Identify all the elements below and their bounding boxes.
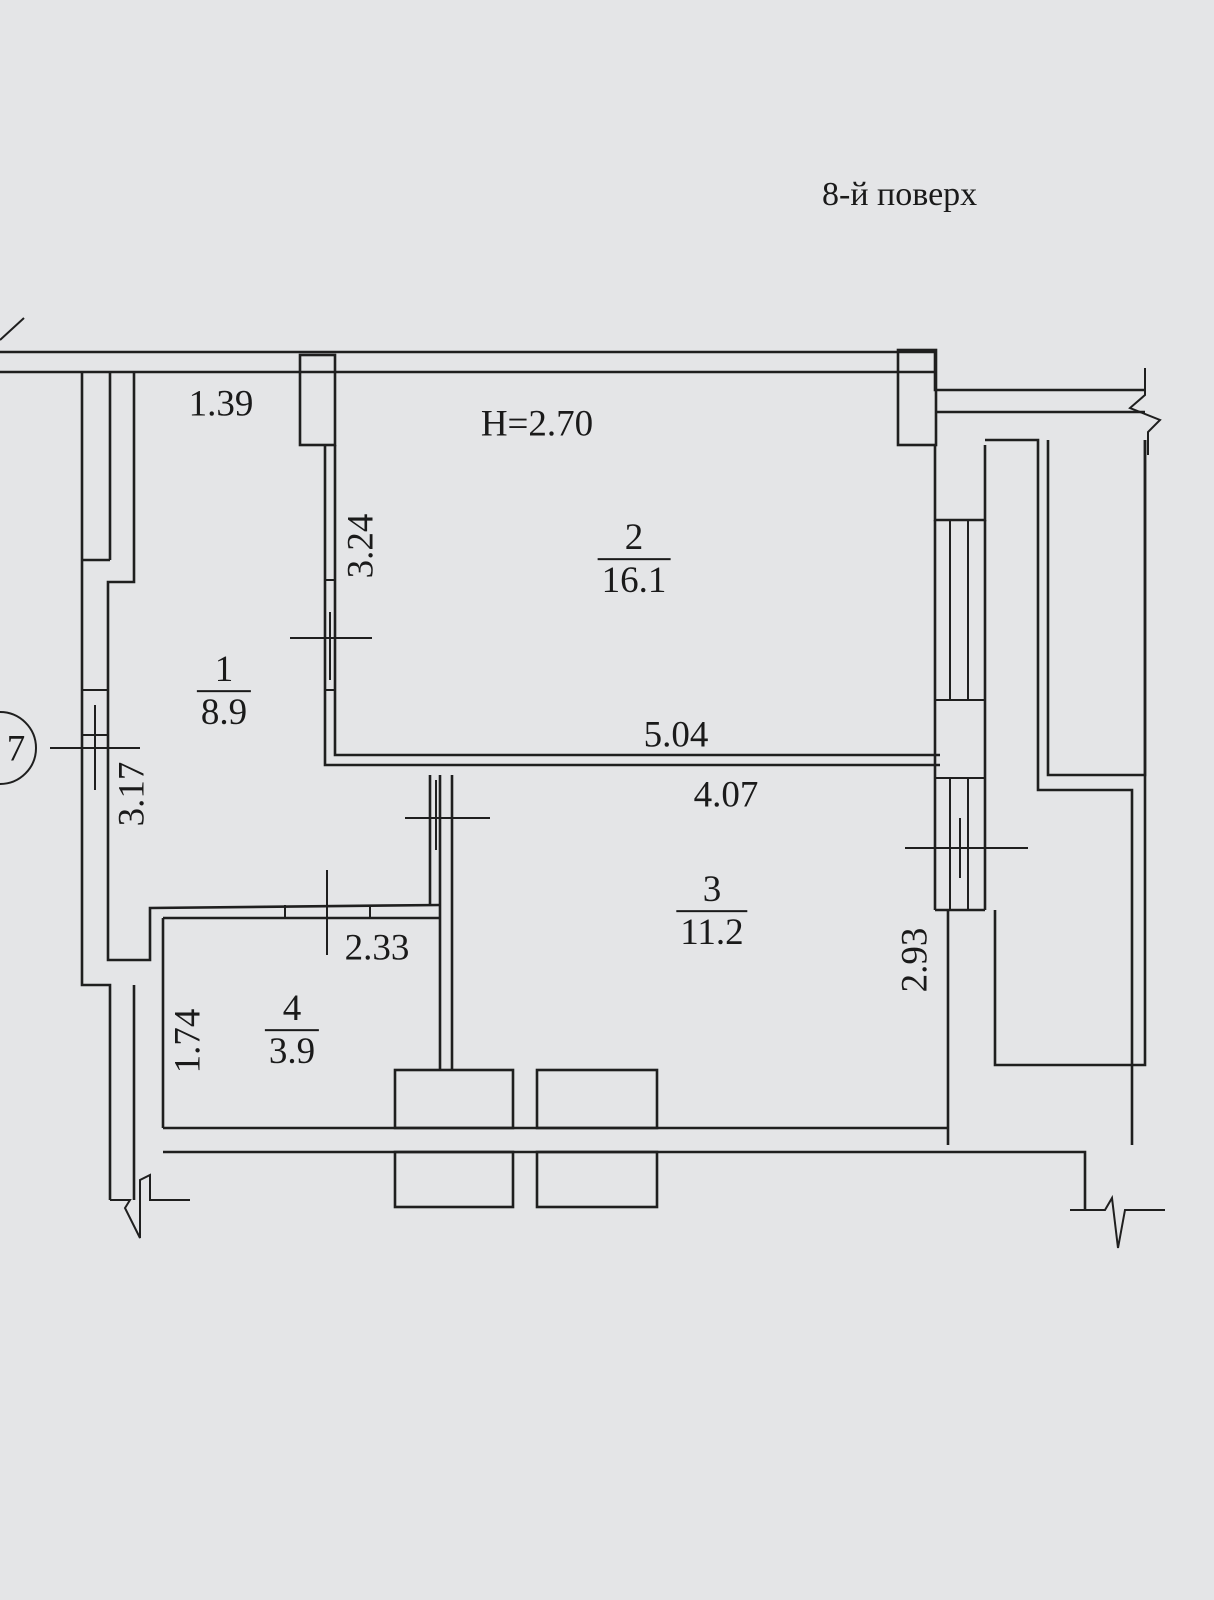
room-3-label: 3 11.2 [676, 869, 748, 953]
room-number: 4 [282, 988, 302, 1030]
room-4-label: 4 3.9 [264, 988, 320, 1072]
room-area: 11.2 [676, 910, 748, 953]
bottom-walls [163, 1126, 1165, 1249]
ceiling-height: H=2.70 [480, 403, 594, 445]
room-number: 3 [702, 869, 722, 911]
room-area: 8.9 [196, 690, 252, 733]
axis-marker-label: 7 [6, 728, 26, 770]
room-2-label: 2 16.1 [597, 517, 671, 601]
axis-marker-circle [0, 711, 37, 785]
left-wall [80, 372, 441, 1239]
partitions [161, 445, 940, 1128]
dimension-ticks [50, 612, 1028, 955]
dim-kitchen-depth: 2.93 [894, 927, 936, 993]
floor-label: 8-й поверх [822, 176, 978, 213]
dim-room2-width: 5.04 [643, 714, 709, 756]
room-number: 1 [214, 649, 234, 691]
balcony-window-walls [933, 438, 1147, 1145]
room-area: 3.9 [264, 1029, 320, 1072]
room-number: 2 [624, 517, 644, 559]
dim-bath-depth: 1.74 [167, 1008, 209, 1074]
dim-kitchen-width: 4.07 [693, 774, 759, 816]
wall-pillars [298, 348, 938, 447]
room-1-label: 1 8.9 [196, 649, 252, 733]
dim-corridor-width-top: 1.39 [188, 383, 254, 425]
dim-corridor-length: 3.17 [111, 761, 153, 827]
room-area: 16.1 [597, 558, 671, 601]
dim-bath-width: 2.33 [344, 927, 410, 969]
vent-shafts [393, 1068, 659, 1209]
dim-room2-depth: 3.24 [340, 513, 382, 579]
